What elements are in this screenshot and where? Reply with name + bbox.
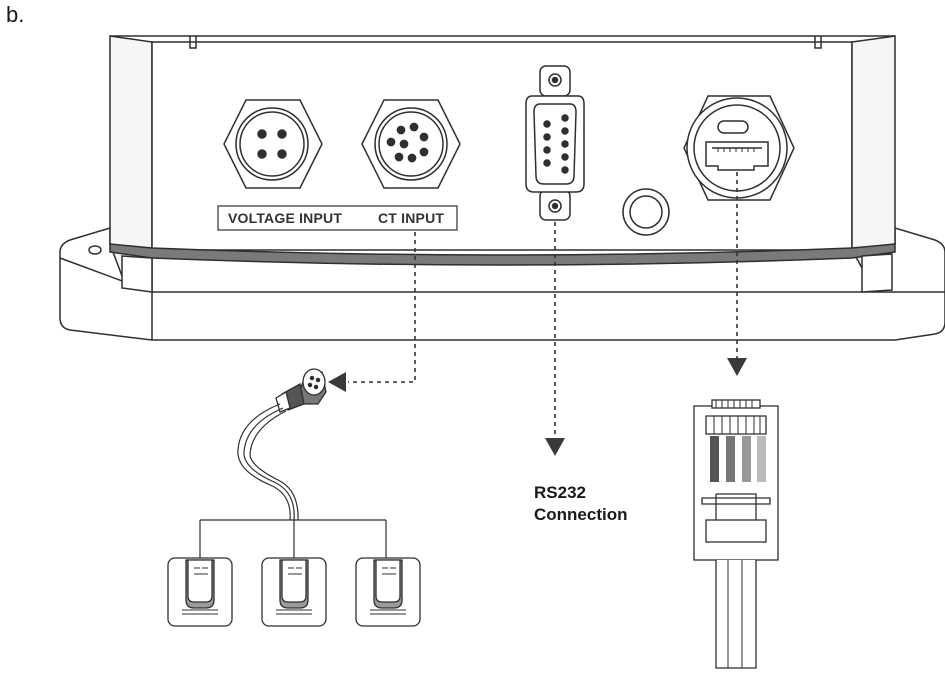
device-body [59,35,945,341]
ct-cable-wires [199,403,387,560]
rs232-label: RS232 [534,483,586,502]
rs232-connection-label: Connection [534,505,628,524]
arrowheads [328,358,747,456]
input-label-plate [217,205,458,231]
ct-clamp-icon [355,557,421,627]
ct-clamp-icon [167,557,233,627]
ct-input-label: CT INPUT [378,210,445,226]
ct-connector-icon [361,99,461,189]
voltage-connector-icon [223,99,323,189]
db9-port-icon [525,65,585,221]
figure-label: b. [6,2,25,27]
connection-lines [348,172,738,438]
voltage-input-label: VOLTAGE INPUT [228,210,343,226]
round-button-icon [622,188,670,236]
ct-clamp-icon [261,557,327,627]
ethernet-port-icon [683,95,795,201]
ct-cable-plug [275,368,327,413]
rj45-plug-icon [693,399,779,669]
